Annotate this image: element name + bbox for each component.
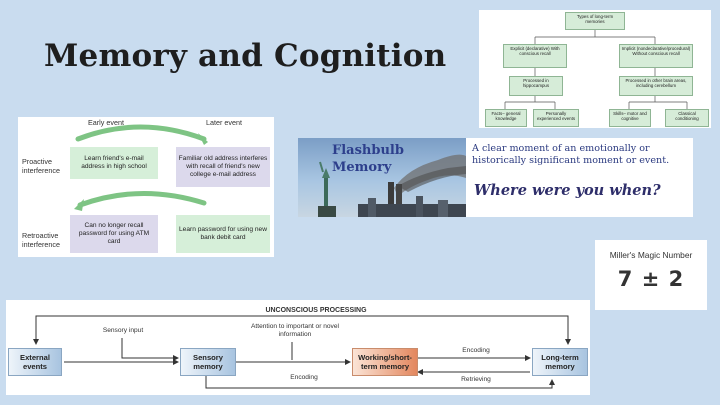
processing-arrows: [33, 315, 571, 389]
sensory-memory-box: Sensory memory: [180, 348, 236, 376]
miller-number: 7 ± 2: [617, 267, 685, 291]
proactive-label: Proactive interference: [22, 157, 60, 175]
personal-events-box: Personally experienced events: [533, 109, 579, 127]
flashbulb-panel: Flashbulb Memory A clear moment of an em…: [298, 138, 693, 217]
skyline-image: [318, 154, 466, 217]
interference-diagram: Early event Later event Proactive interf…: [18, 117, 274, 257]
no-recall-box: Can no longer recall password for using …: [70, 215, 158, 253]
unconscious-processing-header: UNCONSCIOUS PROCESSING: [265, 307, 367, 314]
interference-arrows: [74, 124, 208, 211]
skills-box: Skills– motor and cognitive: [609, 109, 651, 127]
flashbulb-title: Flashbulb Memory: [332, 142, 404, 176]
flashbulb-description: A clear moment of an emotionally or hist…: [472, 143, 670, 166]
flashbulb-title-line1: Flashbulb: [332, 143, 404, 158]
miller-panel: Miller's Magic Number 7 ± 2: [595, 240, 707, 310]
types-of-memory-diagram: Types of long-term memories Explicit (de…: [479, 10, 711, 128]
types-root-box: Types of long-term memories: [565, 12, 625, 30]
miller-title: Miller's Magic Number: [609, 250, 693, 260]
hippocampus-box: Processed in hippocampus: [509, 76, 563, 96]
flashbulb-title-line2: Memory: [332, 160, 392, 175]
encoding-bottom-label: Encoding: [290, 374, 318, 381]
sensory-input-label: Sensory input: [102, 327, 144, 334]
classical-conditioning-box: Classical conditioning: [665, 109, 709, 127]
flashbulb-photo: [298, 138, 466, 217]
external-events-box: External events: [8, 348, 62, 376]
retroactive-label: Retroactive interference: [22, 231, 60, 249]
page-title: Memory and Cognition: [44, 38, 447, 74]
explicit-box: Explicit (declarative) With conscious re…: [503, 44, 567, 68]
encoding-top-label: Encoding: [462, 347, 490, 354]
later-event-label: Later event: [206, 118, 242, 127]
familiar-address-box: Familiar old address interferes with rec…: [176, 147, 270, 187]
facts-box: Facts– general knowledge: [485, 109, 527, 127]
long-term-memory-box: Long-term memory: [532, 348, 588, 376]
working-memory-box: Working/short-term memory: [352, 348, 418, 376]
learn-email-box: Learn friend's e-mail address in high sc…: [70, 147, 158, 179]
flashbulb-question: Where were you when?: [474, 182, 661, 199]
attention-label: Attention to important or novel informat…: [251, 323, 339, 338]
retrieving-label: Retrieving: [461, 376, 491, 383]
processing-diagram: UNCONSCIOUS PROCESSING Sensory input Att…: [6, 300, 590, 395]
other-brain-areas-box: Processed in other brain areas, includin…: [619, 76, 693, 96]
implicit-box: Implicit (nondeclarative/procedural) Wit…: [619, 44, 693, 68]
early-event-label: Early event: [88, 118, 124, 127]
learn-password-box: Learn password for using new bank debit …: [176, 215, 270, 253]
types-connectors: [504, 30, 688, 109]
